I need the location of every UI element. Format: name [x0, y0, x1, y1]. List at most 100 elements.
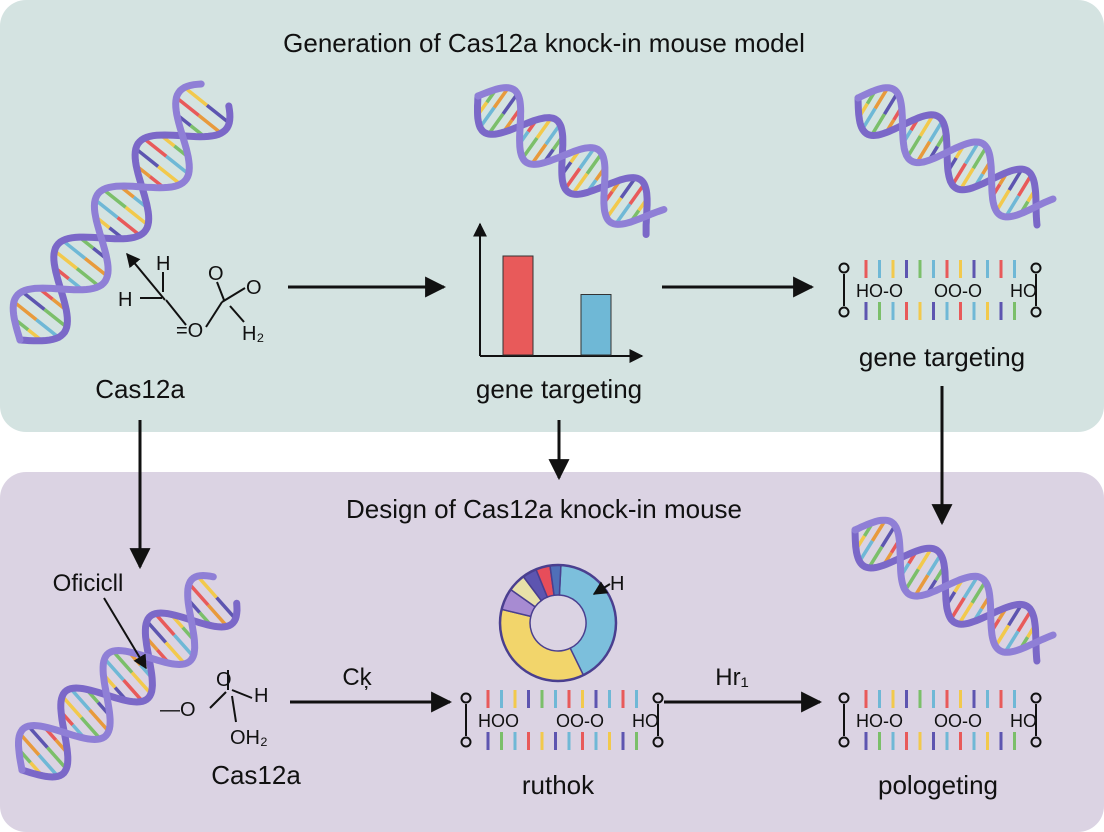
base-pair-rung [27, 724, 49, 749]
strip-end-o [838, 736, 850, 748]
base-pair-rung [949, 596, 966, 621]
base-pair-rung [1007, 168, 1024, 192]
base-pair-rung [950, 162, 968, 186]
chem-h-top: H [156, 253, 170, 275]
chem-h-left: H [118, 289, 132, 311]
base-pair-rung [102, 188, 127, 209]
base-pair-rung [124, 205, 150, 227]
base-pair-rung [501, 92, 519, 115]
helix-backbone [474, 84, 668, 228]
base-pair-rung [962, 575, 979, 599]
label-gene-targeting-center: gene targeting [475, 374, 643, 404]
base-pair-rung [905, 135, 922, 159]
dna-helix-top-center [474, 84, 668, 238]
base-pair-rung [971, 146, 988, 170]
base-pair-rung [69, 687, 91, 712]
strip-bottom-center: HOO OO-O HO [460, 690, 664, 750]
donut-chart [498, 563, 618, 683]
strip-end-o [838, 306, 850, 318]
base-pair-rung [187, 582, 210, 607]
helix-backbone [851, 516, 1057, 656]
strip-label: HO [1010, 281, 1037, 301]
strip-end-o [1030, 306, 1042, 318]
base-pair-rung [1007, 603, 1024, 627]
strip-end-o [1030, 692, 1042, 704]
base-pair-rung [111, 649, 134, 674]
base-pair-rung [206, 603, 229, 628]
arrow-oficicll-pointer [103, 597, 147, 670]
chem-h-bottom: H [254, 685, 268, 707]
base-pair-rung [578, 147, 596, 170]
pie-h-label: H [610, 573, 624, 595]
base-pair-rung [116, 216, 141, 237]
base-pair-rung [130, 671, 153, 696]
base-pair-rung [970, 580, 987, 604]
base-pair-rung [535, 116, 553, 140]
base-pair-rung [957, 601, 974, 625]
base-pair-rung [157, 165, 182, 186]
base-pair-rung [619, 176, 637, 199]
helix-backbone [18, 599, 241, 781]
base-pair-rung [1016, 609, 1033, 633]
base-pair-rung [563, 167, 582, 190]
base-pair-rung [964, 141, 981, 165]
donut-outline [498, 563, 618, 683]
helix-backbone [9, 80, 205, 344]
base-pair-rung [1017, 173, 1033, 197]
base-pair-rung [20, 290, 46, 311]
base-pair-rung [916, 547, 933, 571]
helix-backbone [851, 526, 1041, 665]
base-pair-rung [183, 86, 208, 107]
dna-helix-bottom-right [851, 516, 1057, 665]
dna-helix-top-right [854, 84, 1057, 229]
strip-label: HO [632, 711, 659, 731]
label-gene-targeting-right: gene targeting [858, 342, 1026, 372]
chem-structure-top [126, 252, 246, 328]
label-cas12a-top: Cas12a [95, 374, 185, 404]
strip-label: HOO [478, 711, 519, 731]
base-pair-rung [61, 239, 87, 260]
bar-chart [473, 222, 644, 363]
base-pair-rung [94, 198, 119, 219]
chem-o-ring: O [208, 263, 224, 285]
base-pair-rung [958, 167, 975, 191]
base-pair-rung [994, 624, 1011, 648]
base-pair-rung [918, 113, 935, 137]
dna-helix-top-left [9, 80, 234, 345]
base-pair-rung [46, 746, 68, 771]
helix-backbone [854, 84, 1057, 221]
arrow-label-hr1: Hr₁ [715, 664, 749, 691]
base-pair-rung [521, 136, 539, 160]
chem-o-right: O [246, 277, 262, 299]
label-ruthok: ruthok [521, 770, 595, 800]
chem-o-dash: —O [160, 699, 196, 721]
strip-label: OO-O [556, 711, 604, 731]
base-pair-rung [75, 267, 101, 288]
strip-label: OO-O [934, 281, 982, 301]
strip-end-o [1030, 262, 1042, 274]
arrow-label-ck: Cķ [342, 664, 372, 691]
base-pair-rung [53, 249, 78, 270]
chem-h2: H₂ [242, 323, 264, 345]
top-panel [0, 0, 1104, 432]
strip-end-o [838, 262, 850, 274]
strip-end-o [652, 736, 664, 748]
base-pair-rung [913, 574, 930, 597]
base-pair-rung [571, 172, 589, 196]
base-pair-rung [880, 524, 897, 548]
donut-slice-1 [499, 608, 585, 682]
base-pair-rung [35, 318, 60, 339]
pie-pointer-arrow [592, 581, 611, 595]
strip-end-o [460, 736, 472, 748]
base-pair-rung [614, 203, 632, 226]
base-pair-rung [122, 678, 144, 703]
base-pair-rung [870, 113, 886, 137]
strip-label: HO-O [856, 711, 903, 731]
label-pologeting: pologeting [878, 770, 998, 800]
dna-helix-bottom-left [15, 571, 241, 781]
chem-structure-bottom [209, 670, 253, 723]
base-pair-rung [37, 753, 60, 778]
base-pair-rung [487, 112, 505, 136]
base-pair-rung [18, 732, 41, 757]
